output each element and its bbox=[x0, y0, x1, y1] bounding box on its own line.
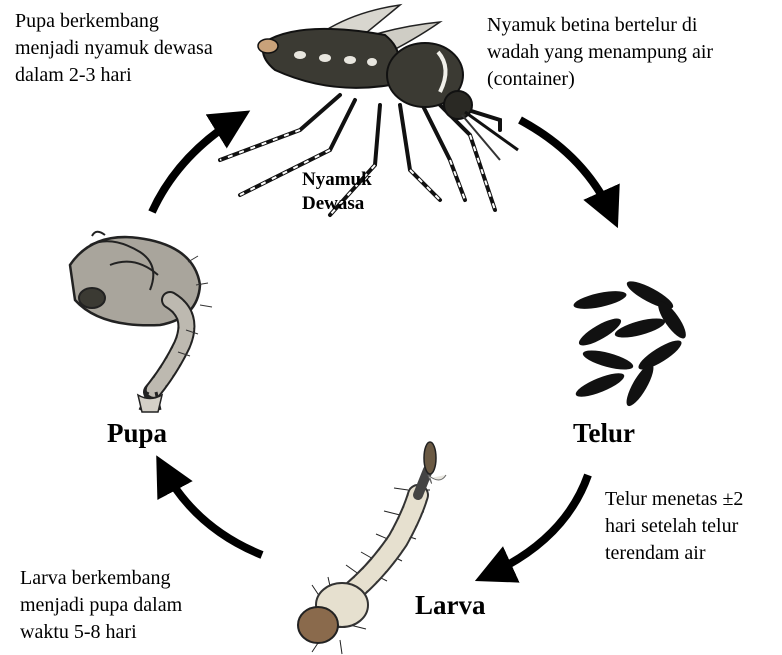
arrow-adult-to-egg bbox=[520, 120, 612, 215]
label-adult-stage: Nyamuk Dewasa bbox=[302, 168, 372, 216]
larva-icon bbox=[298, 442, 446, 654]
pupa-icon bbox=[70, 232, 212, 412]
eggs-icon bbox=[572, 277, 690, 410]
label-pupa-stage: Pupa bbox=[107, 418, 167, 449]
arrow-egg-to-larva bbox=[488, 475, 588, 575]
arrow-pupa-to-adult bbox=[152, 118, 238, 212]
note-egg-to-larva: Telur menetas ±2 hari setelah telur tere… bbox=[605, 486, 743, 567]
note-pupa-to-adult: Pupa berkembang menjadi nyamuk dewasa da… bbox=[15, 8, 213, 89]
note-larva-to-pupa: Larva berkembang menjadi pupa dalam wakt… bbox=[20, 565, 182, 646]
label-egg-stage: Telur bbox=[573, 418, 635, 449]
arrow-larva-to-pupa bbox=[163, 468, 262, 555]
note-adult-to-egg: Nyamuk betina bertelur di wadah yang men… bbox=[487, 12, 713, 93]
label-larva-stage: Larva bbox=[415, 590, 486, 621]
